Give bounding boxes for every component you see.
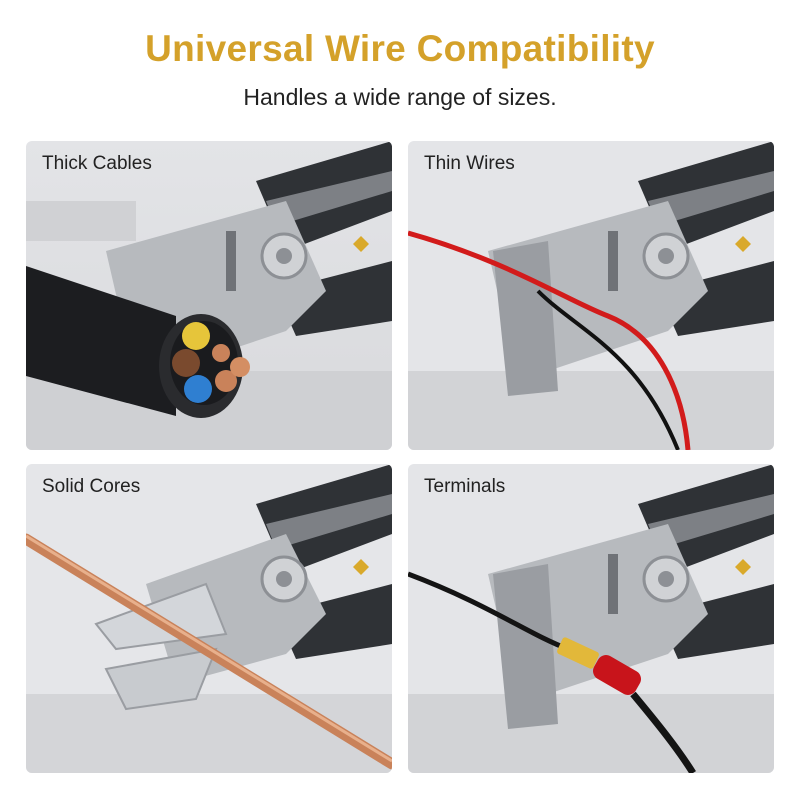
panel-label: Terminals — [424, 476, 506, 497]
page-title: Universal Wire Compatibility — [145, 28, 655, 69]
panel-label: Thick Cables — [42, 153, 152, 174]
page-subtitle: Handles a wide range of sizes. — [243, 84, 557, 110]
thick-cable-photo — [26, 141, 392, 450]
panel-thin-wires: Thin Wires — [408, 141, 774, 450]
panel-label: Thin Wires — [424, 153, 515, 174]
panel-solid-cores: Solid Cores — [26, 464, 392, 773]
panel-thick-cables: Thick Cables — [26, 141, 392, 450]
solid-core-photo — [26, 464, 392, 773]
panel-label: Solid Cores — [42, 476, 141, 497]
panel-terminals: Terminals — [408, 464, 774, 773]
terminal-photo — [408, 464, 774, 773]
thin-wire-photo — [408, 141, 774, 450]
